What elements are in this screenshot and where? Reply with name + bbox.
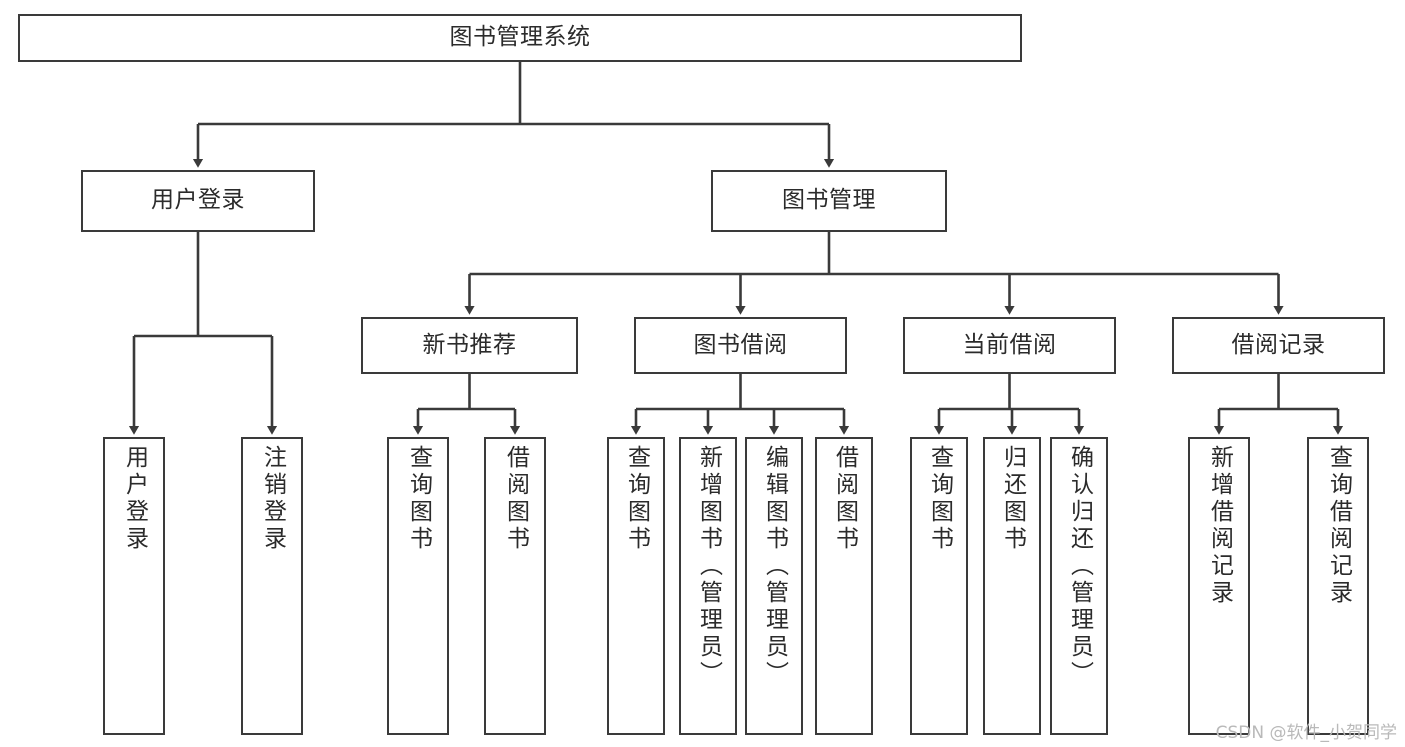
node-label: 图书借阅 <box>693 331 788 358</box>
node-current[interactable]: 当前借阅 <box>903 317 1116 374</box>
node-label: 借阅图书 <box>502 445 529 553</box>
node-leaf-new-2[interactable]: 借阅图书 <box>484 437 546 735</box>
node-label: 借阅图书 <box>831 445 858 553</box>
node-label: 编辑图书（管理员） <box>761 445 788 688</box>
node-leaf-cur-2[interactable]: 归还图书 <box>983 437 1041 735</box>
node-label: 用户登录 <box>151 187 245 214</box>
node-leaf-bor-4[interactable]: 借阅图书 <box>815 437 873 735</box>
node-label: 注销登录 <box>259 445 286 553</box>
node-label: 图书管理系统 <box>449 24 591 51</box>
node-leaf-bor-3[interactable]: 编辑图书（管理员） <box>745 437 803 735</box>
watermark-text: CSDN @软件_小贺同学 <box>1215 723 1397 743</box>
node-label: 借阅记录 <box>1231 331 1326 358</box>
node-label: 新书推荐 <box>422 331 517 358</box>
node-label: 查询借阅记录 <box>1325 445 1352 607</box>
node-label: 确认归还（管理员） <box>1066 445 1093 688</box>
node-leaf-rec-2[interactable]: 查询借阅记录 <box>1307 437 1369 735</box>
node-newbook[interactable]: 新书推荐 <box>361 317 578 374</box>
node-bookmgmt[interactable]: 图书管理 <box>711 170 947 232</box>
node-records[interactable]: 借阅记录 <box>1172 317 1385 374</box>
node-leaf-cur-1[interactable]: 查询图书 <box>910 437 968 735</box>
node-login[interactable]: 用户登录 <box>81 170 315 232</box>
node-label: 查询图书 <box>405 445 432 553</box>
node-leaf-login-2[interactable]: 注销登录 <box>241 437 303 735</box>
node-label: 归还图书 <box>999 445 1026 553</box>
node-label: 当前借阅 <box>962 331 1057 358</box>
node-leaf-login-1[interactable]: 用户登录 <box>103 437 165 735</box>
node-label: 查询图书 <box>926 445 953 553</box>
node-leaf-cur-3[interactable]: 确认归还（管理员） <box>1050 437 1108 735</box>
node-label: 用户登录 <box>121 445 148 553</box>
node-label: 新增借阅记录 <box>1206 445 1233 607</box>
node-label: 新增图书（管理员） <box>695 445 722 688</box>
node-label: 图书管理 <box>782 187 876 214</box>
node-label: 查询图书 <box>623 445 650 553</box>
node-leaf-rec-1[interactable]: 新增借阅记录 <box>1188 437 1250 735</box>
node-leaf-new-1[interactable]: 查询图书 <box>387 437 449 735</box>
node-borrow[interactable]: 图书借阅 <box>634 317 847 374</box>
node-root[interactable]: 图书管理系统 <box>18 14 1022 62</box>
node-leaf-bor-2[interactable]: 新增图书（管理员） <box>679 437 737 735</box>
node-leaf-bor-1[interactable]: 查询图书 <box>607 437 665 735</box>
